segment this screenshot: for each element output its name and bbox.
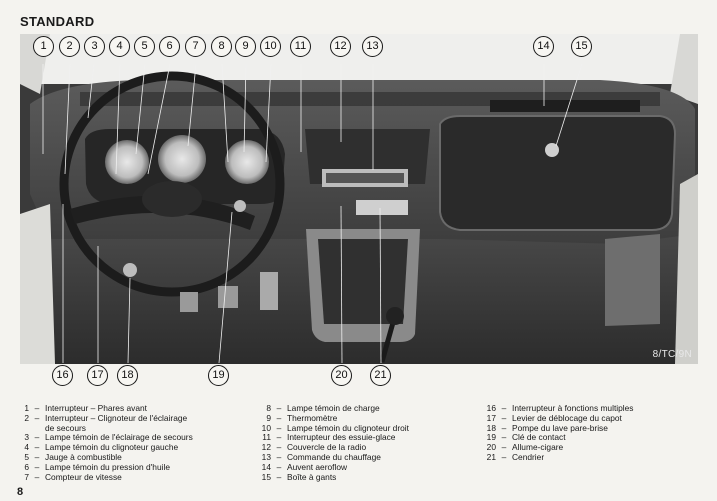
legend-item: 20–Allume-cigare [486,442,564,453]
callout-10: 10 [260,36,281,57]
legend-item: 2–Interrupteur – Clignoteur de l'éclaira… [24,412,188,423]
legend-item: 18–Pompe du lave pare-brise [486,422,608,433]
legend-item: 17–Levier de déblocage du capot [486,412,622,423]
legend-item: 14–Auvent aeroflow [261,461,348,472]
callout-8: 8 [211,36,232,57]
legend-item: 12–Couvercle de la radio [261,442,367,453]
legend-column-3: 16–Interrupteur à fonctions multiples 17… [483,403,634,463]
legend-item: 8–Lampe témoin de charge [266,403,380,413]
legend-item: 4–Lampe témoin du clignoteur gauche [24,442,179,453]
legend-item: 19–Clé de contact [486,432,566,443]
callout-15: 15 [571,36,592,57]
callout-2: 2 [59,36,80,57]
legend-item: 1–Interrupteur – Phares avant [24,403,147,413]
callout-1: 1 [33,36,54,57]
callout-18: 18 [117,365,138,386]
legend-item: 5–Jauge à combustible [24,451,122,462]
legend-item: 7–Compteur de vitesse [24,471,122,482]
legend-item: 13–Commande du chauffage [261,451,381,462]
legend-item: 3–Lampe témoin de l'éclairage de secours [24,432,193,443]
callout-17: 17 [87,365,108,386]
legend-item: 11–Interrupteur des essuie-glace [262,432,396,443]
callout-6: 6 [159,36,180,57]
callout-16: 16 [52,365,73,386]
callout-13: 13 [362,36,383,57]
callout-4: 4 [109,36,130,57]
legend-item-continuation: de secours [45,422,86,433]
legend-item: 16–Interrupteur à fonctions multiples [486,403,634,413]
callout-19: 19 [208,365,229,386]
callout-5: 5 [134,36,155,57]
callout-20: 20 [331,365,352,386]
legend-item: 9–Thermomètre [266,412,338,423]
legend-item: 10–Lampe témoin du clignoteur droit [261,422,409,433]
legend-item: 15–Boîte à gants [261,471,337,482]
dashboard-illustration [20,34,698,364]
legend-column-1: 1–Interrupteur – Phares avant 2–Interrup… [16,403,193,482]
callout-21: 21 [370,365,391,386]
legend-item: 6–Lampe témoin du pression d'huile [24,461,170,472]
legend-item: 21–Cendrier [486,451,545,462]
callout-11: 11 [290,36,311,57]
callout-9: 9 [235,36,256,57]
callout-7: 7 [185,36,206,57]
dashboard-photo [20,34,698,364]
callout-12: 12 [330,36,351,57]
page-number: 8 [17,486,24,498]
callout-14: 14 [533,36,554,57]
legend-column-2: 8–Lampe témoin de charge 9–Thermomètre 1… [258,403,409,482]
photo-reference: 8/TC/9N [652,349,692,360]
callout-3: 3 [84,36,105,57]
page-title: STANDARD [20,14,95,29]
